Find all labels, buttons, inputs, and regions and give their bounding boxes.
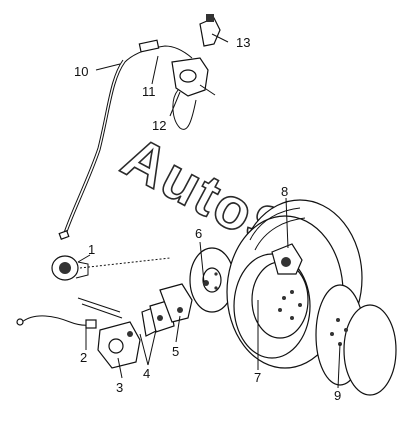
callout-3: 3 — [116, 380, 123, 395]
callout-5: 5 — [172, 344, 179, 359]
callout-8: 8 — [281, 184, 288, 199]
callout-labels: 1 2 3 4 5 6 7 8 9 10 11 12 13 — [74, 35, 341, 403]
callout-9: 9 — [334, 388, 341, 403]
brake-caliper — [97, 321, 141, 369]
callout-11: 11 — [142, 84, 156, 99]
brake-disc — [189, 247, 235, 313]
callout-13: 13 — [236, 35, 250, 50]
callout-4: 4 — [143, 366, 150, 381]
hub-cap — [315, 284, 397, 396]
callout-1: 1 — [88, 242, 95, 257]
callout-2: 2 — [80, 350, 87, 365]
caliper-bracket — [159, 283, 193, 323]
brake-hose — [16, 315, 97, 329]
sensor-ring — [51, 255, 89, 281]
callout-6: 6 — [195, 226, 202, 241]
callout-7: 7 — [254, 370, 261, 385]
leader-lines — [77, 33, 341, 389]
callout-10: 10 — [74, 64, 88, 79]
callout-12: 12 — [152, 118, 166, 133]
sensor-cable — [58, 14, 221, 240]
